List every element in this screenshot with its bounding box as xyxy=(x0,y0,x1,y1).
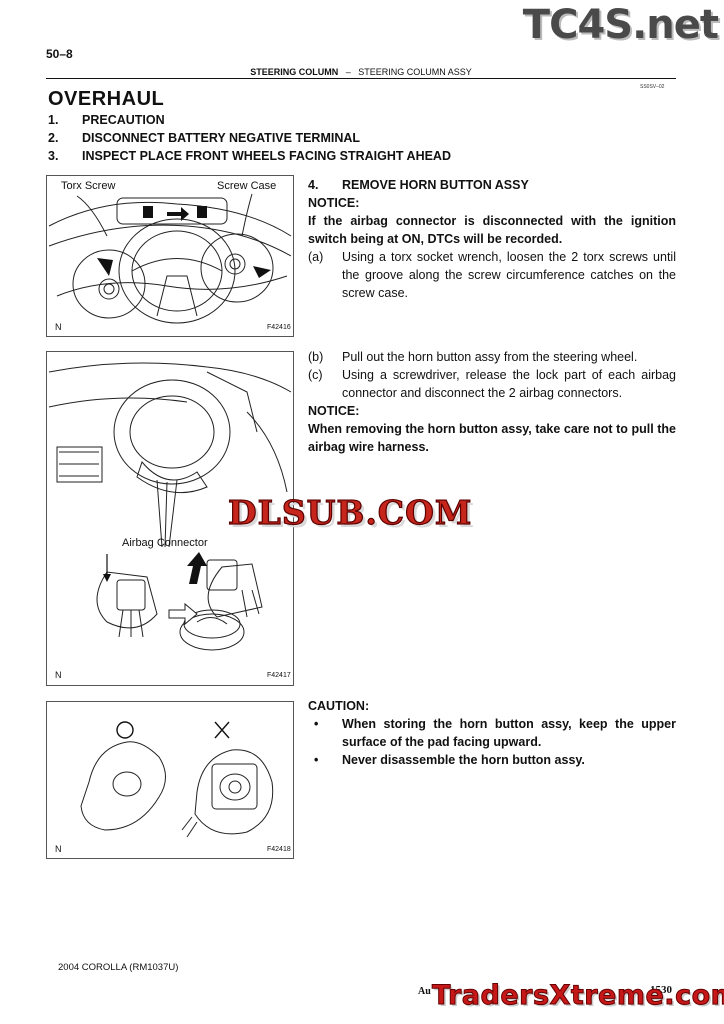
step4-heading: 4.REMOVE HORN BUTTON ASSY xyxy=(308,178,529,192)
caution-label: CAUTION: xyxy=(308,699,370,713)
figure-id: F42418 xyxy=(267,846,291,853)
header-separator: – xyxy=(345,67,351,77)
substep-c: (c)Using a screwdriver, release the lock… xyxy=(308,368,676,400)
page-number: 50–8 xyxy=(46,47,73,61)
footer-model: 2004 COROLLA (RM1037U) xyxy=(58,962,179,973)
label-screw-case: Screw Case xyxy=(217,180,277,192)
brand-watermark-top: TC4S.net xyxy=(522,2,719,48)
brand-watermark-middle: DLSUB.COM xyxy=(227,492,473,532)
footer-author-fragment: Au xyxy=(418,986,431,997)
label-torx-screw: Torx Screw xyxy=(61,180,116,192)
subsection-name: STEERING COLUMN ASSY xyxy=(358,67,472,77)
page-title: OVERHAUL xyxy=(48,88,165,110)
figure-id: F42416 xyxy=(267,324,291,331)
caution-block: CAUTION: •When storing the horn button a… xyxy=(308,697,676,769)
figure-n-mark: N xyxy=(55,670,62,680)
notice-text: If the airbag connector is disconnected … xyxy=(308,214,676,246)
section-header: STEERING COLUMN – STEERING COLUMN ASSY xyxy=(46,67,676,77)
header-rule xyxy=(46,78,676,79)
footer-page: 1530 xyxy=(650,984,672,996)
section-name: STEERING COLUMN xyxy=(250,67,339,77)
illustration-horn-pad xyxy=(80,721,274,838)
figure-horn-storage: N F42418 xyxy=(46,701,294,859)
notice2-label: NOTICE: xyxy=(308,404,360,418)
figure-n-mark: N xyxy=(55,844,62,854)
notice2-text: When removing the horn button assy, take… xyxy=(308,422,676,454)
step-item: 1.PRECAUTION xyxy=(48,113,165,127)
step4-block: 4.REMOVE HORN BUTTON ASSY NOTICE: If the… xyxy=(308,176,676,302)
substep-b: (b)Pull out the horn button assy from th… xyxy=(308,350,638,364)
figure-torx-screw: Torx Screw Screw Case N F42416 xyxy=(46,175,294,337)
step4-continued: (b)Pull out the horn button assy from th… xyxy=(308,348,676,456)
substep-a: (a)Using a torx socket wrench, loosen th… xyxy=(308,250,676,300)
brand-watermark-bottom: TradersXtreme.com xyxy=(431,980,724,1012)
illustration-dashboard-torx xyxy=(48,193,292,324)
illustration-horn-removal xyxy=(48,362,292,651)
label-airbag-connector: Airbag Connector xyxy=(122,537,208,549)
doc-code: SS0SV–02 xyxy=(640,84,665,90)
ok-circle-icon xyxy=(116,721,134,739)
figure-id: F42417 xyxy=(267,672,291,679)
step-list: 1.PRECAUTION 2.DISCONNECT BATTERY NEGATI… xyxy=(48,111,451,165)
caution-item: •When storing the horn button assy, keep… xyxy=(314,717,676,749)
notice-label: NOTICE: xyxy=(308,196,360,210)
ng-cross-icon xyxy=(214,721,230,739)
caution-item: •Never disassemble the horn button assy. xyxy=(314,753,585,767)
figure-n-mark: N xyxy=(55,322,62,332)
step-item: 2.DISCONNECT BATTERY NEGATIVE TERMINAL xyxy=(48,131,361,145)
step-item: 3.INSPECT PLACE FRONT WHEELS FACING STRA… xyxy=(48,149,451,163)
figure-airbag-connector: Airbag Connector N F42417 xyxy=(46,351,294,686)
